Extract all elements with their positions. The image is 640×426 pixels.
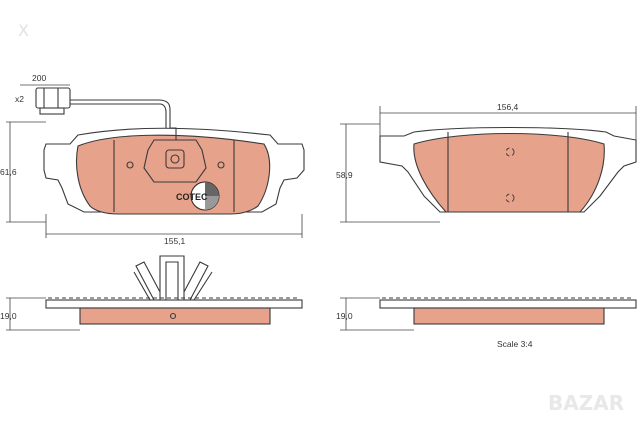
back-side-friction-block xyxy=(413,307,605,325)
wear-sensor-wire-return xyxy=(70,103,167,128)
front-side-clip-arms xyxy=(133,271,213,301)
back-width-label: 156,4 xyxy=(497,102,519,112)
back-thickness-label: 19,0 xyxy=(336,311,353,321)
sensor-count-label: x2 xyxy=(15,94,24,104)
front-width-label: 155,1 xyxy=(164,236,186,246)
scale-label: Scale 3:4 xyxy=(497,339,533,349)
cotec-logo-text: COTEC xyxy=(176,192,208,202)
front-side-view xyxy=(45,255,303,325)
front-side-spring-clip xyxy=(135,255,209,301)
front-thickness-dimension: 19,0 xyxy=(0,297,80,331)
back-thickness-dimension: 19,0 xyxy=(336,297,414,331)
cotec-logo: COTEC xyxy=(176,181,220,211)
front-pad-center-boss xyxy=(143,139,207,183)
front-height-label: 61,6 xyxy=(0,167,17,177)
connector-plug xyxy=(39,107,65,115)
back-dimensions: 156,4 58,9 xyxy=(336,102,637,223)
back-pad-hole-top xyxy=(505,147,515,157)
front-pad-hole-right xyxy=(217,161,225,169)
front-side-backing-plate xyxy=(45,299,303,309)
front-pad-sensor-socket xyxy=(165,149,185,169)
front-side-sensor-hole xyxy=(169,312,177,320)
back-pad-hole-bottom xyxy=(505,193,515,203)
front-pad-view: COTEC xyxy=(35,87,305,215)
wear-sensor-connector xyxy=(35,87,71,109)
back-pad-friction-material xyxy=(413,132,605,213)
front-pad-sensor-pin xyxy=(170,154,180,164)
front-thickness-label: 19,0 xyxy=(0,311,17,321)
corner-x-mark: X xyxy=(18,21,29,40)
front-dimensions: 200 x2 61,6 155,1 xyxy=(0,73,303,246)
front-pad-backing-plate xyxy=(43,127,305,213)
front-pad-hole-left xyxy=(126,161,134,169)
bazar-watermark: BAZAR xyxy=(548,391,624,415)
sensor-length-label: 200 xyxy=(32,73,46,83)
back-side-view xyxy=(379,297,637,325)
front-pad-friction-material xyxy=(75,134,271,215)
wear-sensor-wire xyxy=(70,99,177,140)
back-pad-view xyxy=(379,126,637,213)
back-height-label: 58,9 xyxy=(336,170,353,180)
back-side-backing-plate xyxy=(379,299,637,309)
